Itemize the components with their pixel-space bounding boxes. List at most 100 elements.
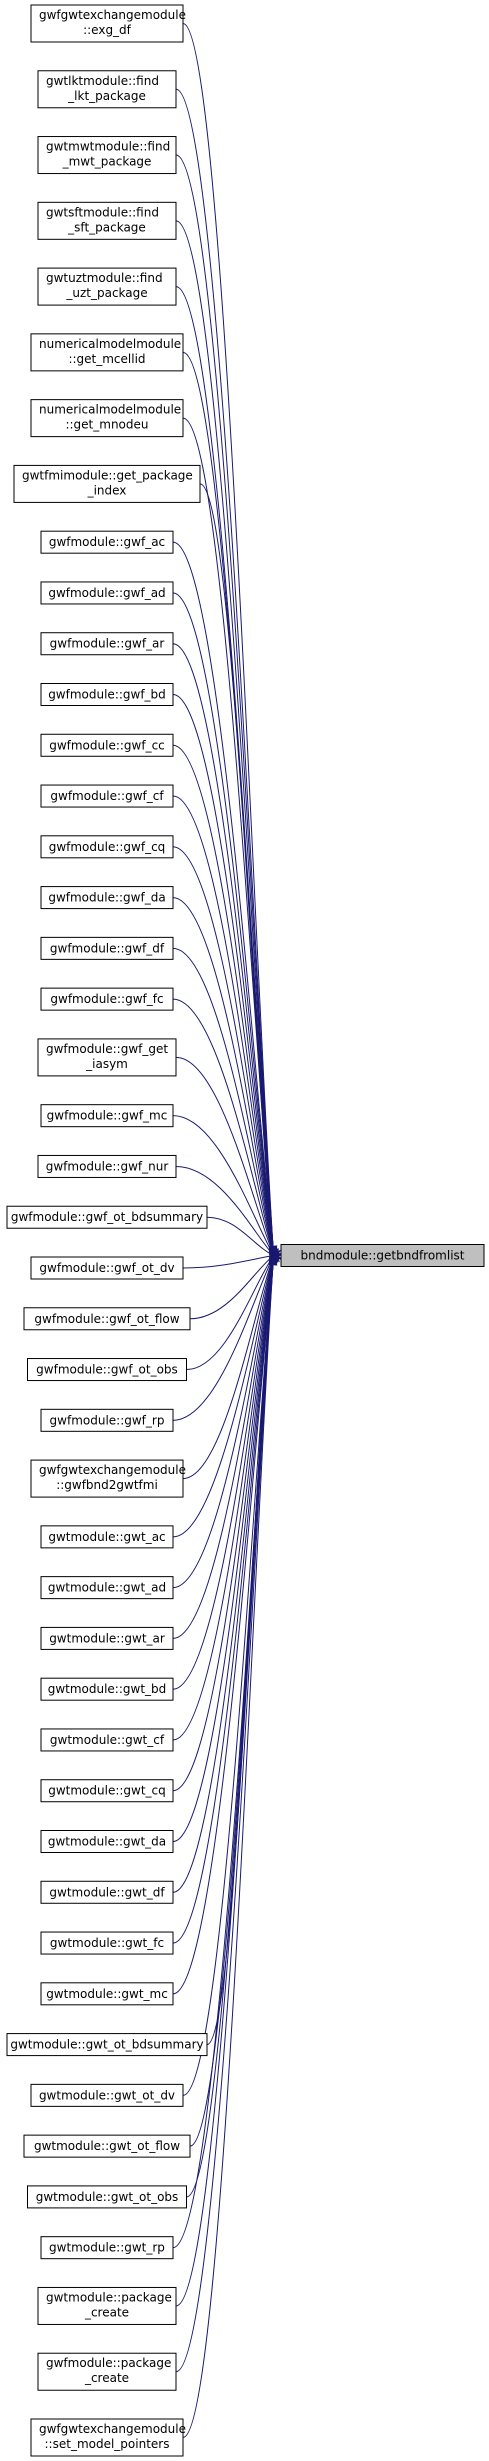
caller-node[interactable]: gwfgwtexchangemodule::set_model_pointers [30,2418,186,2457]
caller-node[interactable]: gwfmodule::gwf_get_iasym [37,1038,177,1077]
caller-node[interactable]: gwfmodule::gwf_ot_dv [30,1256,184,1280]
caller-node[interactable]: gwfgwtexchangemodule::gwfbnd2gwtfmi [30,1459,186,1498]
caller-node-box[interactable] [40,1677,174,1701]
caller-node[interactable]: gwfmodule::gwf_ot_bdsummary [6,1205,208,1229]
caller-node-box[interactable] [40,936,174,960]
caller-node[interactable]: gwtmodule::gwt_ac [40,1525,174,1549]
caller-node-box[interactable] [30,2083,184,2107]
caller-node-box[interactable] [23,1307,191,1331]
target-node-box[interactable] [280,1244,485,1267]
caller-node-box[interactable] [40,683,174,706]
caller-node[interactable]: gwtuztmodule::find_uzt_package [37,267,177,306]
caller-node-box[interactable] [37,1154,177,1178]
caller-node[interactable]: gwtmodule::gwt_ot_obs [27,2185,187,2209]
caller-node-box[interactable] [40,1525,174,1549]
call-edge [172,541,274,1249]
caller-node-box[interactable] [40,1982,174,2006]
caller-node-box[interactable] [40,1626,174,1650]
caller-node[interactable]: gwtmodule::gwt_da [40,1830,174,1853]
caller-node[interactable]: gwtmodule::gwt_mc [40,1982,174,2006]
caller-node-box[interactable] [40,632,174,656]
caller-node-box[interactable] [6,1205,208,1229]
caller-node[interactable]: numericalmodelmodule::get_mcellid [30,333,184,372]
caller-node-box[interactable] [40,2236,174,2260]
caller-node-box[interactable] [27,2185,187,2209]
caller-node-box[interactable] [30,1459,184,1498]
caller-node-label: gwfgwtexchangemodule [39,1463,186,1477]
caller-node[interactable]: gwfmodule::gwf_da [40,886,174,910]
caller-node[interactable]: gwtmodule::gwt_rp [40,2236,174,2260]
caller-node-box[interactable] [30,4,184,43]
caller-node[interactable]: numericalmodelmodule::get_mnodeu [30,399,184,438]
caller-node-box[interactable] [37,70,177,109]
caller-node-box[interactable] [37,136,177,175]
caller-node-box[interactable] [40,1576,174,1600]
caller-node[interactable]: gwtsftmodule::find_sft_package [37,201,177,240]
caller-node-box[interactable] [37,2286,177,2325]
caller-node-box[interactable] [40,1931,174,1955]
caller-node-label: gwfmodule::gwf_ot_bdsummary [11,1210,203,1224]
caller-node-label: gwfgwtexchangemodule [39,2422,186,2436]
caller-node-box[interactable] [40,784,174,808]
caller-node[interactable]: gwtfmimodule::get_package_index [13,464,201,503]
caller-node[interactable]: gwfmodule::package_create [37,2352,177,2391]
caller-node-box[interactable] [6,2033,208,2057]
caller-node-box[interactable] [40,530,174,554]
caller-node-box[interactable] [40,1779,174,1803]
caller-node[interactable]: gwtmodule::gwt_ad [40,1576,174,1600]
caller-node[interactable]: gwtmodule::gwt_ar [40,1626,174,1650]
caller-node-box[interactable] [27,1358,187,1382]
caller-node-label: ::exg_df [83,23,132,37]
caller-node[interactable]: gwtmodule::package_create [37,2286,177,2325]
caller-node-box[interactable] [30,1256,184,1280]
caller-node[interactable]: gwfmodule::gwf_cf [40,784,174,808]
caller-node-box[interactable] [40,835,174,859]
caller-node[interactable]: gwtlktmodule::find_lkt_package [37,70,177,109]
caller-node[interactable]: gwfmodule::gwf_rp [40,1408,174,1432]
caller-node[interactable]: gwtmodule::gwt_cq [40,1779,174,1803]
caller-node-box[interactable] [37,1038,177,1077]
caller-node-label: gwfmodule::gwf_ar [50,637,165,651]
caller-node-box[interactable] [40,1104,174,1128]
caller-node[interactable]: gwfmodule::gwf_cq [40,835,174,859]
caller-node-box[interactable] [40,1408,174,1432]
caller-node[interactable]: gwtmodule::gwt_df [40,1880,174,1904]
caller-node-box[interactable] [37,201,177,240]
caller-node-box[interactable] [37,2352,177,2391]
caller-node[interactable]: gwfmodule::gwf_ar [40,632,174,656]
caller-node[interactable]: gwfmodule::gwf_ac [40,530,174,554]
target-node[interactable]: bndmodule::getbndfromlist [280,1244,485,1267]
caller-node[interactable]: gwtmodule::gwt_bd [40,1677,174,1701]
caller-node-box[interactable] [37,267,177,306]
caller-node-box[interactable] [40,1830,174,1853]
caller-node-box[interactable] [40,1728,174,1752]
caller-node[interactable]: gwtmodule::gwt_fc [40,1931,174,1955]
caller-node[interactable]: gwfgwtexchangemodule::exg_df [30,4,186,43]
caller-node-box[interactable] [30,399,184,438]
caller-node-box[interactable] [40,1880,174,1904]
caller-node[interactable]: gwtmodule::gwt_ot_flow [23,2134,191,2158]
caller-node[interactable]: gwfmodule::gwf_mc [40,1104,174,1128]
caller-node[interactable]: gwfmodule::gwf_bd [40,683,174,706]
caller-node[interactable]: gwtmodule::gwt_cf [40,1728,174,1752]
caller-node[interactable]: gwtmodule::gwt_ot_bdsummary [6,2033,208,2057]
caller-node[interactable]: gwfmodule::gwf_ot_obs [27,1358,187,1382]
caller-node[interactable]: gwtmwtmodule::find_mwt_package [37,136,177,175]
caller-node[interactable]: gwfmodule::gwf_ad [40,581,174,605]
caller-node-label: gwfmodule::gwf_get [46,1042,168,1056]
caller-node-box[interactable] [40,581,174,605]
caller-node[interactable]: gwfmodule::gwf_nur [37,1154,177,1178]
caller-node-box[interactable] [30,333,184,372]
caller-node[interactable]: gwfmodule::gwf_ot_flow [23,1307,191,1331]
caller-node-box[interactable] [30,2418,184,2457]
caller-node-box[interactable] [40,987,174,1011]
caller-node[interactable]: gwfmodule::gwf_cc [40,733,174,757]
caller-node[interactable]: gwtmodule::gwt_ot_dv [30,2083,184,2107]
call-edge [175,1264,274,2307]
caller-node[interactable]: gwfmodule::gwf_fc [40,987,174,1011]
caller-node-box[interactable] [40,886,174,910]
caller-node[interactable]: gwfmodule::gwf_df [40,936,174,960]
caller-node-box[interactable] [40,733,174,757]
caller-node-box[interactable] [23,2134,191,2158]
caller-node-box[interactable] [13,464,201,503]
